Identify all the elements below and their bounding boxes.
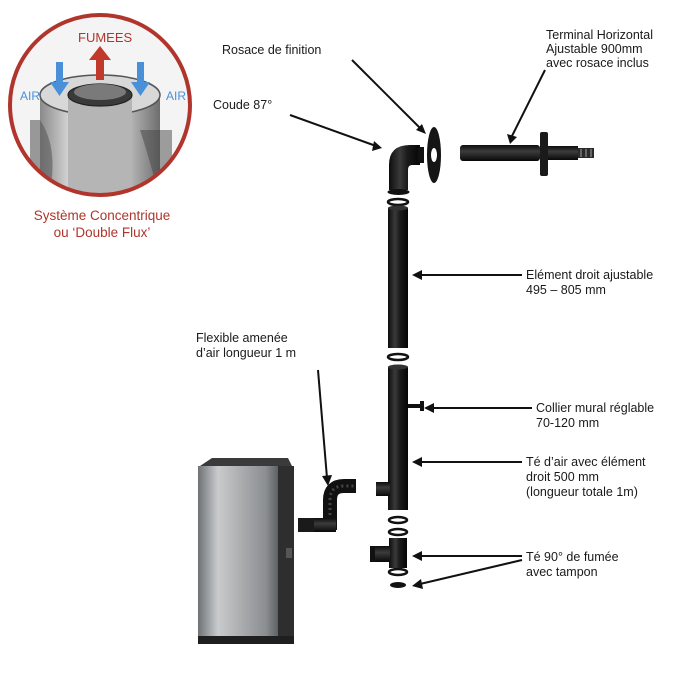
elbow-87 (387, 145, 424, 195)
label-flexible-line1: Flexible amenée (196, 331, 288, 345)
pellet-stove (198, 458, 294, 644)
wall-bracket (408, 401, 424, 411)
label-terminal-line3: avec rosace inclus (546, 56, 649, 70)
label-te-fumee-line2: avec tampon (526, 565, 598, 579)
air-right-label: AIR (166, 89, 187, 103)
fumees-arrow (89, 46, 111, 80)
seal-rings (386, 197, 410, 588)
label-te-fumee: Té 90° de fumée avec tampon (526, 550, 619, 580)
label-rosace: Rosace de finition (222, 43, 321, 58)
horizontal-terminal (460, 132, 594, 176)
label-element-droit-line1: Elément droit ajustable (526, 268, 654, 282)
label-collier-line1: Collier mural réglable (536, 401, 655, 415)
air-arrow-left (50, 62, 69, 96)
inset-caption-line2: ou ‘Double Flux’ (53, 225, 151, 240)
label-flexible-line2: d’air longueur 1 m (196, 346, 297, 360)
label-collier: Collier mural réglable 70-120 mm (536, 401, 654, 431)
label-rosace-line1: Rosace de finition (222, 43, 322, 57)
label-terminal: Terminal Horizontal Ajustable 900mm avec… (546, 28, 653, 70)
straight-adjustable-element (388, 205, 408, 348)
inset-caption: Système Concentrique ou ‘Double Flux’ (22, 207, 182, 241)
air-left-label: AIR (20, 89, 41, 103)
air-tee-element (376, 364, 408, 510)
label-coude-line1: Coude 87° (213, 98, 273, 112)
air-arrow-right (131, 62, 150, 96)
label-element-droit: Elément droit ajustable 495 – 805 mm (526, 268, 653, 298)
inset-border (8, 13, 192, 197)
fumees-label: FUMEES (78, 30, 133, 45)
smoke-tee-90 (370, 538, 407, 568)
label-te-air-line1: Té d’air avec élément (526, 455, 646, 469)
label-collier-line2: 70-120 mm (536, 416, 600, 430)
label-element-droit-line2: 495 – 805 mm (526, 283, 606, 297)
label-terminal-line2: Ajustable 900mm (546, 42, 643, 56)
flexible-air-duct (298, 479, 356, 532)
leader-lines (289, 59, 546, 589)
finishing-rosette (427, 127, 441, 183)
label-terminal-line1: Terminal Horizontal (546, 28, 653, 42)
inset-caption-line1: Système Concentrique (33, 208, 171, 223)
concentric-inset (8, 13, 192, 197)
label-te-air: Té d’air avec élément droit 500 mm (long… (526, 455, 646, 500)
label-coude: Coude 87° (213, 98, 272, 113)
label-te-air-line2: droit 500 mm (526, 470, 599, 484)
label-te-air-line3: (longueur totale 1m) (526, 485, 638, 499)
label-te-fumee-line1: Té 90° de fumée (526, 550, 619, 564)
label-flexible: Flexible amenée d’air longueur 1 m (196, 331, 296, 361)
